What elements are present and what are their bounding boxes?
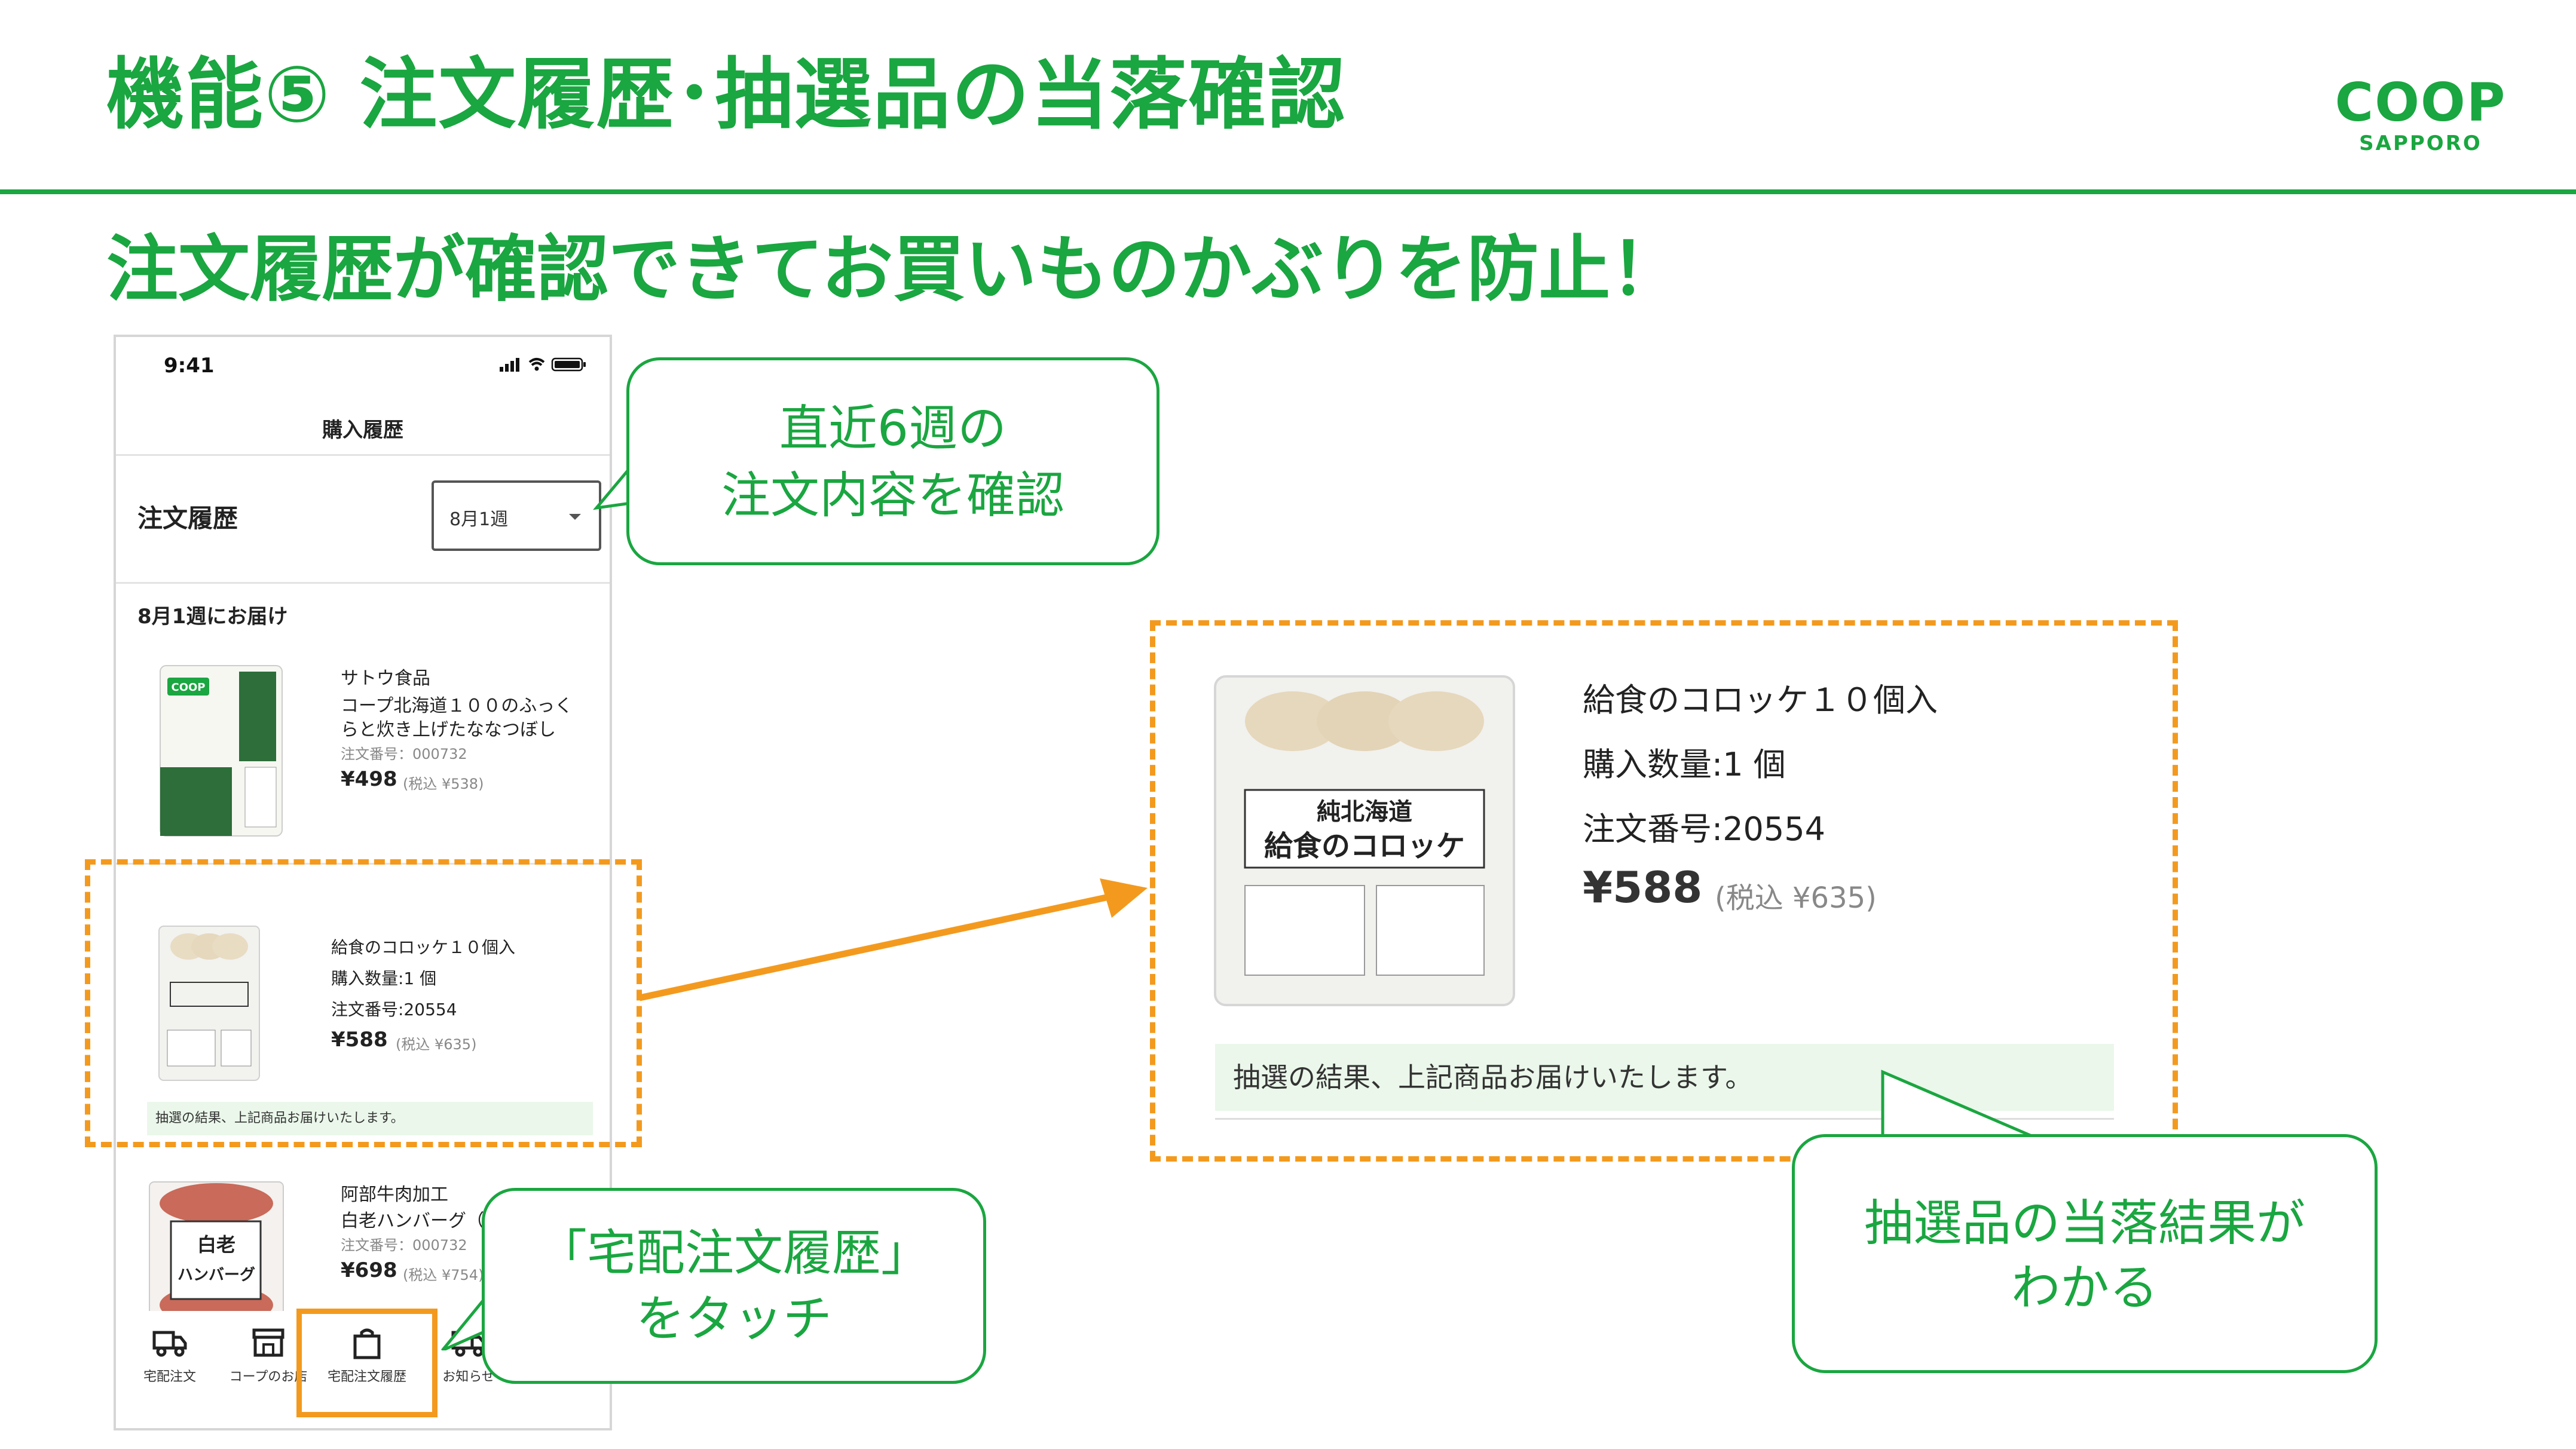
item-order-no: 注文番号：000732 [341, 1237, 467, 1254]
item-price-tax: (税込 ¥754) [403, 1267, 484, 1283]
callout-lottery-result: 抽選品の当落結果が わかる [1792, 1134, 2378, 1373]
title-divider [0, 189, 2576, 194]
rice-package-graphic: COOP [160, 665, 283, 837]
zoom-lottery-result-message: 抽選の結果、上記商品お届けいたします。 [1215, 1044, 2114, 1111]
tab-highlight-box [296, 1309, 438, 1417]
item-name-line1: 白老ハンバーグ（ [341, 1211, 484, 1232]
item-price: ¥698 [341, 1258, 397, 1282]
week-select-value: 8月1週 [449, 509, 509, 530]
phone-screen: 9:41 購入履歴 注文履歴 8月1週 8月1週にお届け [114, 335, 612, 1430]
zoom-item-price: ¥588 [1583, 862, 1703, 912]
callout-text-line: 直近6週の [779, 400, 1007, 457]
zoomed-item-card: 純北海道 給食のコロッケ 給食のコロッケ１０個入 購入数量:1 個 注文番号:2… [1150, 620, 2178, 1162]
item-maker: 阿部牛肉加工 [341, 1184, 448, 1205]
slide-subtitle: 注文履歴が確認できてお買いものかぶりを防止！ [106, 228, 1682, 311]
item-name-line1: コープ北海道１００のふっく [341, 696, 573, 716]
item-name-line2: らと炊き上げたななつぼし [341, 719, 556, 740]
tab-delivery-order[interactable]: 宅配注文 [122, 1311, 218, 1428]
signal-icon [500, 358, 519, 372]
header-divider [116, 454, 610, 456]
croquette-product-image [155, 923, 263, 1084]
logo-sub-text: SAPPORO [2359, 131, 2482, 155]
item-qty: 購入数量:1 個 [331, 969, 437, 988]
zoom-item-name: 給食のコロッケ１０個入 [1583, 681, 1938, 719]
croquette-highlight-box [85, 859, 642, 1147]
section-divider [116, 582, 610, 584]
coop-sapporo-logo: COOP SAPPORO [2313, 76, 2528, 154]
logo-main-text: COOP [2335, 72, 2507, 133]
tab-label: 宅配注文 [143, 1370, 196, 1384]
tab-label: コープのお店 [229, 1370, 308, 1384]
hamburg-product-image: 白老 ハンバーグ [147, 1180, 286, 1329]
tab-order-history[interactable]: 宅配注文履歴 [319, 1311, 415, 1428]
zoom-product-image: 純北海道 給食のコロッケ [1209, 670, 1520, 1011]
zoom-item-qty: 購入数量:1 個 [1583, 746, 1786, 783]
callout-text-line: 注文内容を確認 [721, 467, 1064, 524]
croquette-package-graphic [158, 926, 260, 1081]
slide-title: 機能⑤ 注文履歴･抽選品の当落確認 [106, 49, 1347, 140]
item-order-no: 注文番号:20554 [331, 1000, 457, 1019]
callout-text-line: わかる [2011, 1260, 2158, 1316]
tab-coop-store[interactable]: コープのお店 [221, 1311, 316, 1428]
phone-header-title: 購入履歴 [322, 418, 403, 442]
callout-text-line: 「宅配注文履歴」 [537, 1225, 930, 1282]
item-price-tax: (税込 ¥635) [396, 1036, 477, 1053]
arrow-icon [638, 878, 1148, 1001]
rice-product-image: COOP [155, 660, 287, 839]
item-price: ¥498 [341, 767, 397, 791]
shopping-bag-icon [353, 1328, 381, 1359]
store-icon [252, 1328, 284, 1357]
tab-label: お知らせ [442, 1370, 495, 1384]
list-item-croquette[interactable]: 給食のコロッケ１０個入 購入数量:1 個 注文番号:20554 ¥588 (税込… [116, 875, 610, 1185]
tab-label: 宅配注文履歴 [327, 1370, 406, 1384]
item-maker: サトウ食品 [341, 668, 430, 689]
callout-text-line: 抽選品の当落結果が [1864, 1195, 2305, 1252]
rice-brand-text: COOP [171, 681, 205, 694]
package-label-main: 給食のコロッケ [1264, 829, 1465, 863]
status-icons [500, 357, 586, 372]
item-price: ¥588 [331, 1028, 388, 1052]
wifi-icon [528, 358, 545, 371]
croquette-package-graphic: 純北海道 給食のコロッケ [1214, 675, 1515, 1006]
package-label-top: 純北海道 [1317, 798, 1412, 826]
week-select[interactable]: 8月1週 [432, 480, 601, 551]
callout-tap-history: 「宅配注文履歴」 をタッチ [482, 1188, 986, 1384]
callout-tail [1871, 1070, 2050, 1141]
hamburg-package-graphic: 白老 ハンバーグ [149, 1181, 284, 1327]
order-history-label: 注文履歴 [137, 504, 238, 533]
lottery-result-message: 抽選の結果、上記商品お届けいたします。 [147, 1102, 593, 1135]
status-time: 9:41 [164, 354, 215, 378]
item-name: 給食のコロッケ１０個入 [331, 938, 516, 957]
zoom-item-order-no: 注文番号:20554 [1583, 810, 1825, 848]
battery-icon [551, 357, 586, 372]
list-item[interactable]: COOP サトウ食品 コープ北海道１００のふっく らと炊き上げたななつぼし 注文… [116, 648, 610, 851]
hamburg-text-2: ハンバーグ [178, 1266, 255, 1284]
item-order-no: 注文番号：000732 [341, 746, 467, 762]
zoom-item-price-tax: (税込 ¥635) [1715, 881, 1877, 915]
delivery-heading: 8月1週にお届け [137, 605, 288, 629]
truck-icon [152, 1331, 187, 1357]
caret-down-icon [569, 514, 581, 520]
callout-text-line: をタッチ [635, 1291, 832, 1347]
item-price-tax: (税込 ¥538) [403, 776, 484, 792]
callout-recent-weeks: 直近6週の 注文内容を確認 [626, 357, 1159, 565]
zoom-divider [1215, 1118, 2114, 1120]
hamburg-text-1: 白老 [197, 1233, 235, 1256]
